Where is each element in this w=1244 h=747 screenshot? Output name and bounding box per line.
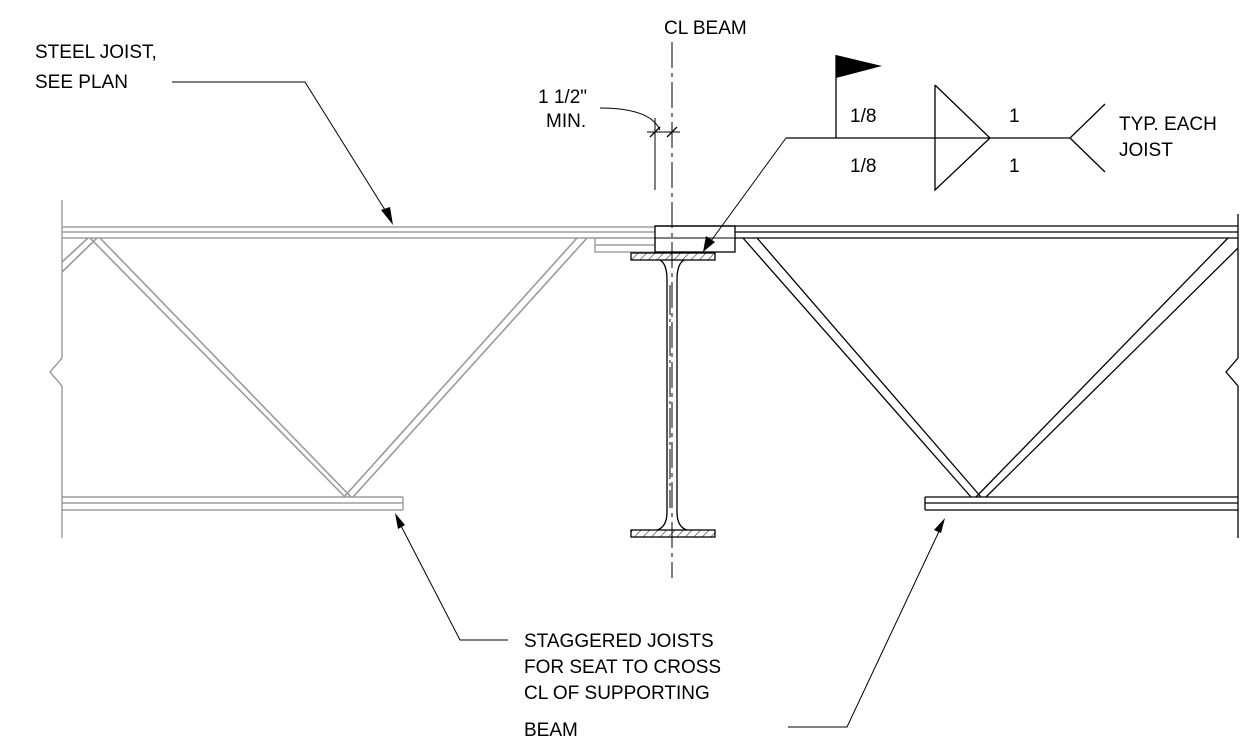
- dimension-label-line2: MIN.: [546, 111, 586, 132]
- cl-beam-label: CL BEAM: [664, 18, 747, 39]
- left-steel-joist: [49, 200, 656, 538]
- typ-each-joist-line2: JOIST: [1119, 140, 1173, 161]
- steel-joist-leader: [172, 81, 393, 225]
- weld-length-bottom: 1: [1009, 156, 1020, 177]
- typ-each-joist-line1: TYP. EACH: [1119, 114, 1217, 135]
- beam-top-flange: [630, 252, 716, 261]
- field-weld-flag: [836, 55, 882, 78]
- weld-size-bottom: 1/8: [850, 156, 876, 177]
- min-bearing-dimension: [599, 107, 680, 190]
- staggered-joists-line3: CL OF SUPPORTING: [524, 683, 710, 704]
- staggered-joists-line2: FOR SEAT TO CROSS: [524, 657, 721, 678]
- right-steel-joist: [654, 214, 1239, 538]
- staggered-joists-leaders: [395, 513, 945, 728]
- beam-bottom-flange: [630, 529, 716, 538]
- weld-length-top: 1: [1009, 106, 1020, 127]
- steel-joist-label-line2: SEE PLAN: [35, 72, 128, 93]
- staggered-joists-line4: BEAM: [524, 720, 578, 741]
- weld-symbol: [703, 55, 1106, 252]
- dimension-label-line1: 1 1/2": [538, 87, 587, 108]
- supporting-beam: [630, 252, 716, 538]
- weld-size-top: 1/8: [850, 106, 876, 127]
- steel-joist-label-line1: STEEL JOIST,: [35, 42, 157, 63]
- staggered-joists-line1: STAGGERED JOISTS: [524, 631, 714, 652]
